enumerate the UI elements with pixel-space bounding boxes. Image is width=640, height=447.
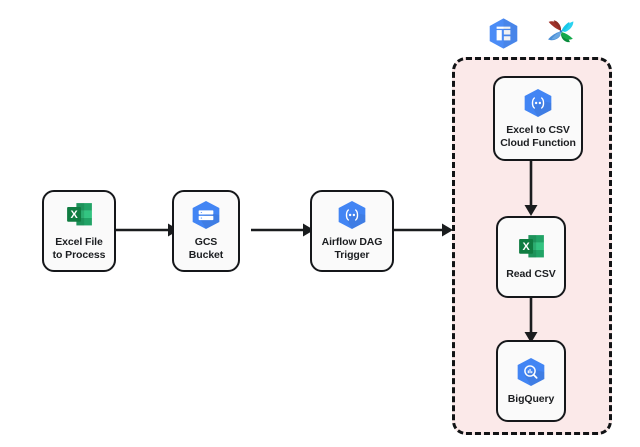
cloud-composer-icon	[487, 17, 520, 50]
svg-text:X: X	[522, 241, 530, 253]
apache-airflow-icon	[543, 14, 579, 50]
svg-text:X: X	[70, 209, 78, 221]
node-label: Excel to CSV Cloud Function	[500, 123, 576, 149]
node-label: Excel File to Process	[52, 235, 106, 261]
edge-gcs-to-airflow-dag-trigger	[251, 223, 314, 237]
node-gcs-bucket[interactable]: GCS Bucket	[172, 190, 240, 272]
cloud-functions-icon	[336, 199, 368, 231]
node-label: GCS Bucket	[188, 236, 224, 261]
node-excel-to-csv-cloud-function[interactable]: Excel to CSV Cloud Function	[493, 76, 583, 161]
node-label: BigQuery	[507, 392, 555, 405]
cloud-storage-icon	[190, 199, 222, 231]
cloud-functions-icon	[522, 87, 554, 119]
node-label: Airflow DAG Trigger	[321, 236, 383, 261]
node-airflow-dag-trigger[interactable]: Airflow DAG Trigger	[310, 190, 394, 272]
bigquery-icon	[515, 356, 547, 388]
node-excel-file-to-process[interactable]: X Excel File to Process	[42, 190, 116, 272]
excel-icon: X	[64, 200, 95, 231]
node-bigquery[interactable]: BigQuery	[496, 340, 566, 422]
node-read-csv[interactable]: X Read CSV	[496, 216, 566, 298]
node-label: Read CSV	[506, 268, 556, 280]
excel-icon: X	[516, 232, 547, 263]
edge-airflow-dag-trigger-to-composer-group	[394, 223, 453, 237]
